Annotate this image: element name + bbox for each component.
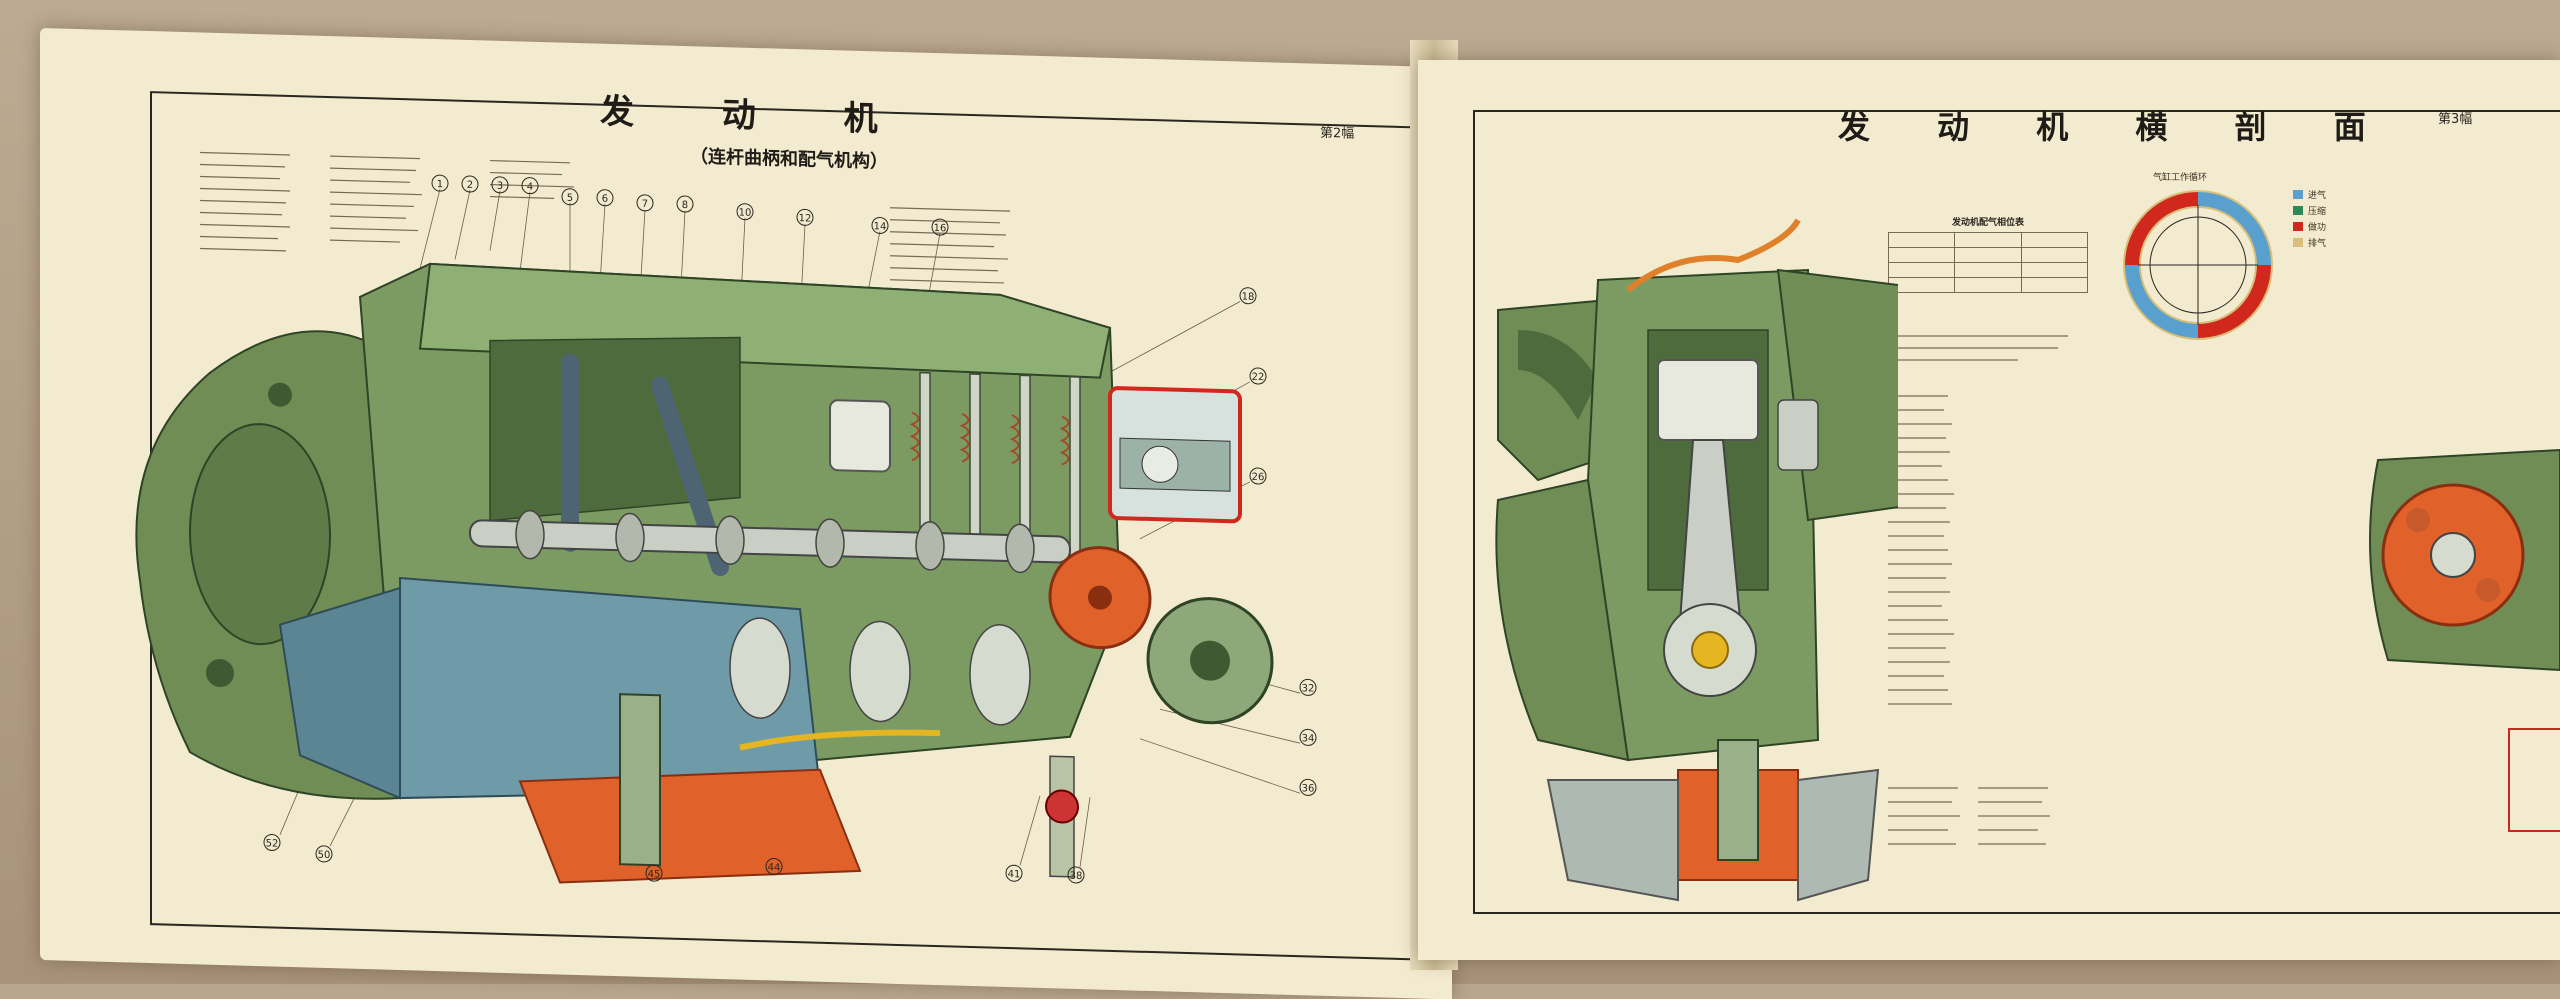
right-page-title: 发 动 机 横 剖 面	[1838, 108, 2394, 146]
ring-legend-exhaust: 排气	[2308, 239, 2327, 249]
cycle-ring-title: 气缸工作循环	[2153, 173, 2208, 183]
valve-timing-table: 发动机配气相位表	[1887, 215, 2089, 315]
callout-22: 22	[1252, 372, 1265, 383]
left-page-number: 第2幅	[1320, 125, 1355, 142]
right-legend-lines	[1888, 395, 2050, 845]
left-legend-lines	[200, 151, 574, 252]
callout-6: 6	[602, 194, 608, 205]
callout-14: 14	[874, 221, 887, 232]
engine-cutaway-illustration: 1 2 3 4 5 6 7 8 10 12 14 16 18 22 26 32 …	[135, 174, 1317, 884]
timing-cover-illustration	[2369, 448, 2560, 672]
callout-44: 44	[768, 862, 781, 873]
ring-legend-swatches	[2293, 190, 2303, 247]
callout-41: 41	[1008, 869, 1021, 880]
left-page-title: 发 动 机	[600, 91, 916, 141]
callout-18: 18	[1242, 292, 1255, 303]
callout-32: 32	[1302, 683, 1315, 694]
callout-4: 4	[527, 182, 533, 193]
callout-7: 7	[642, 199, 648, 210]
right-note-lines	[1898, 335, 2068, 361]
callout-52: 52	[266, 838, 279, 849]
valve-timing-table-title: 发动机配气相位表	[1951, 218, 2024, 228]
right-page-number: 第3幅	[2438, 112, 2473, 127]
cycle-ring-diagram	[2123, 190, 2273, 340]
callout-8: 8	[682, 200, 688, 211]
callout-26: 26	[1252, 472, 1265, 483]
ring-legend-power: 做功	[2308, 223, 2327, 233]
right-page-frame	[1473, 110, 2560, 914]
callout-10: 10	[739, 208, 752, 219]
ring-legend-intake: 进气	[2308, 191, 2327, 201]
callout-5: 5	[567, 193, 573, 204]
callout-3: 3	[497, 181, 503, 192]
callout-12: 12	[799, 213, 812, 224]
callout-36: 36	[1302, 783, 1315, 794]
valve-timing-grid	[1887, 232, 2089, 293]
callout-45: 45	[648, 869, 661, 880]
right-page: 发 动 机 横 剖 面 第3幅 发动机配气相位表 气缸工作循环 进气 压缩 做功…	[1418, 60, 2560, 960]
engine-cross-section-illustration: 1 2 3 4 5 6	[1495, 218, 1898, 902]
callout-1: 1	[437, 179, 443, 190]
callout-34: 34	[1302, 733, 1315, 744]
left-page: 发 动 机 （连杆曲柄和配气机构） 第2幅	[40, 28, 1452, 999]
callout-2: 2	[467, 180, 473, 191]
callout-38: 38	[1070, 871, 1083, 882]
callout-50: 50	[318, 850, 331, 861]
ring-legend: 进气 压缩 做功 排气	[2308, 188, 2326, 252]
callout-16: 16	[934, 223, 947, 234]
bottom-note-box	[2508, 728, 2560, 832]
ring-legend-compression: 压缩	[2308, 207, 2327, 217]
